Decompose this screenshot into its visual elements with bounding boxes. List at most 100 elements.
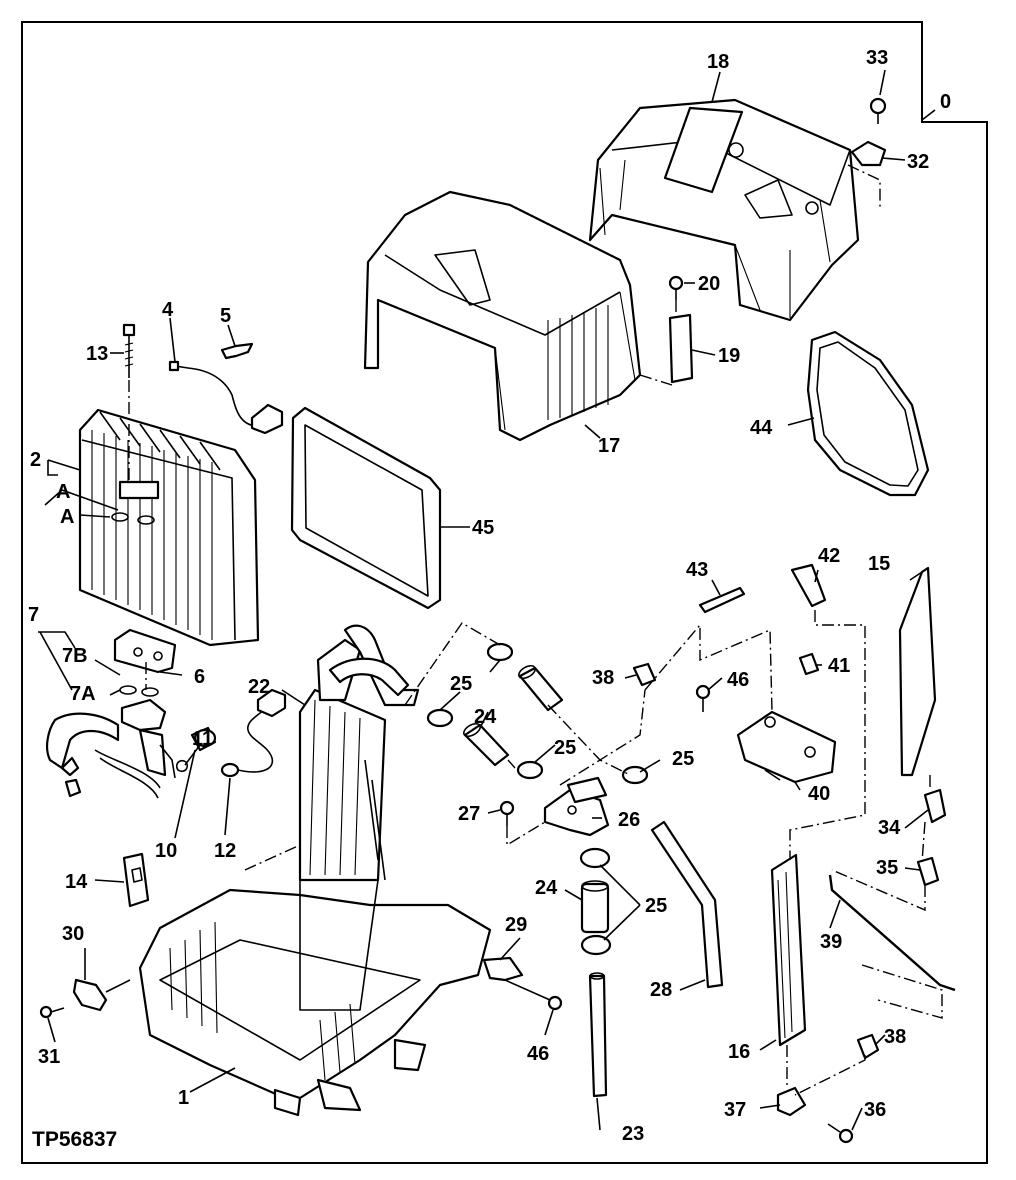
part-5-clip [220,342,254,360]
callout-13: 13 [86,343,108,365]
part-24-hose-middle [463,722,510,767]
diagram-frame [21,21,988,1164]
part-35-clip [916,856,940,887]
callout-25-b: 25 [554,737,576,759]
callout-A-lower: A [60,506,74,528]
callout-24-a: 24 [474,706,497,728]
part-10-pressure-switch [190,726,217,752]
part-13-bolt [122,323,136,480]
callout-27: 27 [458,803,480,825]
part-31-screw [39,1005,65,1019]
callout-11: 11 [192,728,213,750]
callout-4: 4 [162,299,174,321]
callout-28: 28 [650,979,672,1001]
part-43-rod [698,586,746,614]
callout-31: 31 [38,1046,60,1068]
callout-19: 19 [718,345,740,367]
part-17-housing-cover [363,190,642,442]
part-7-pipe-assembly [46,685,176,799]
part-25-clamps [426,642,649,956]
callout-25-c: 25 [672,748,694,770]
callout-15: 15 [868,553,890,575]
callout-1: 1 [178,1087,189,1109]
callout-25-d: 25 [645,895,667,917]
callout-12: 12 [214,840,236,862]
callout-10: 10 [155,840,177,862]
part-41-clip [798,652,820,676]
callout-22: 22 [248,676,270,698]
part-45-gasket [290,406,442,610]
part-24-hose-upper [518,664,564,712]
callout-40: 40 [808,783,830,805]
part-34-clip [923,788,947,824]
part-33-screw [869,97,887,124]
callout-20: 20 [698,273,720,295]
part-37-clip [776,1086,807,1117]
part-19-bracket [668,313,694,384]
part-36-screw [827,1123,854,1144]
part-27-screw [499,800,515,826]
part-4-thermistor [168,360,284,435]
part-38-clip-upper [632,662,657,687]
part-14-bracket [122,852,150,908]
part-20-screw [668,275,684,300]
callout-7: 7 [28,604,39,626]
figure-id: TP56837 [32,1128,117,1151]
part-40-actuator [736,710,837,784]
part-39-cable [828,874,956,992]
part-42-lever [790,563,827,608]
callout-labels: 0 18 33 32 20 19 17 44 45 13 4 5 2 A A 7… [28,47,951,1145]
callout-7A: 7A [70,683,96,705]
callout-46-lower: 46 [527,1043,549,1065]
assembly-lines [145,164,943,1096]
callout-34: 34 [878,817,901,839]
callout-45: 45 [472,517,494,539]
part-44-seal [806,330,930,497]
callout-2: 2 [30,449,41,471]
part-30-clip [72,978,108,1012]
part-46-screw-lower [547,995,563,1011]
part-15-filter-panel [898,566,937,777]
part-1-lower-housing [138,879,492,1117]
callout-14: 14 [65,871,88,893]
callout-24-b: 24 [535,877,558,899]
part-26-water-valve [543,776,610,837]
part-28-pipe [650,820,724,989]
leader-lines [38,69,936,1131]
callout-36: 36 [864,1099,886,1121]
part-12-harness [220,688,287,778]
part-22-heater-core [298,624,420,882]
part-18-upper-cover [588,98,860,322]
callout-42: 42 [818,545,840,567]
part-38-clip-lower [856,1033,880,1060]
callout-26: 26 [618,809,640,831]
part-6-expansion-valve [113,628,177,674]
callout-37: 37 [724,1099,746,1121]
callout-7B: 7B [62,645,88,667]
callout-23: 23 [622,1123,644,1145]
callout-6: 6 [194,666,205,688]
callout-33: 33 [866,47,888,69]
callout-38-upper: 38 [592,667,614,689]
part-2-evaporator [78,408,260,647]
part-46-screw-upper [695,684,711,712]
callout-29: 29 [505,914,527,936]
callout-30: 30 [62,923,84,945]
callout-18: 18 [707,51,729,73]
callout-39: 39 [820,931,842,953]
callout-16: 16 [728,1041,750,1063]
part-29-bracket [482,956,524,982]
callout-0: 0 [940,91,951,113]
part-32-clip [850,140,887,167]
callout-25-a: 25 [450,673,472,695]
callout-32: 32 [907,151,929,173]
part-23-pipe [588,974,608,1098]
callout-17: 17 [598,435,620,457]
callout-43: 43 [686,559,708,581]
callout-41: 41 [828,655,850,677]
part-11-o-ring [175,759,189,773]
callout-A-upper: A [56,481,70,503]
part-24-hose-lower [580,880,610,934]
